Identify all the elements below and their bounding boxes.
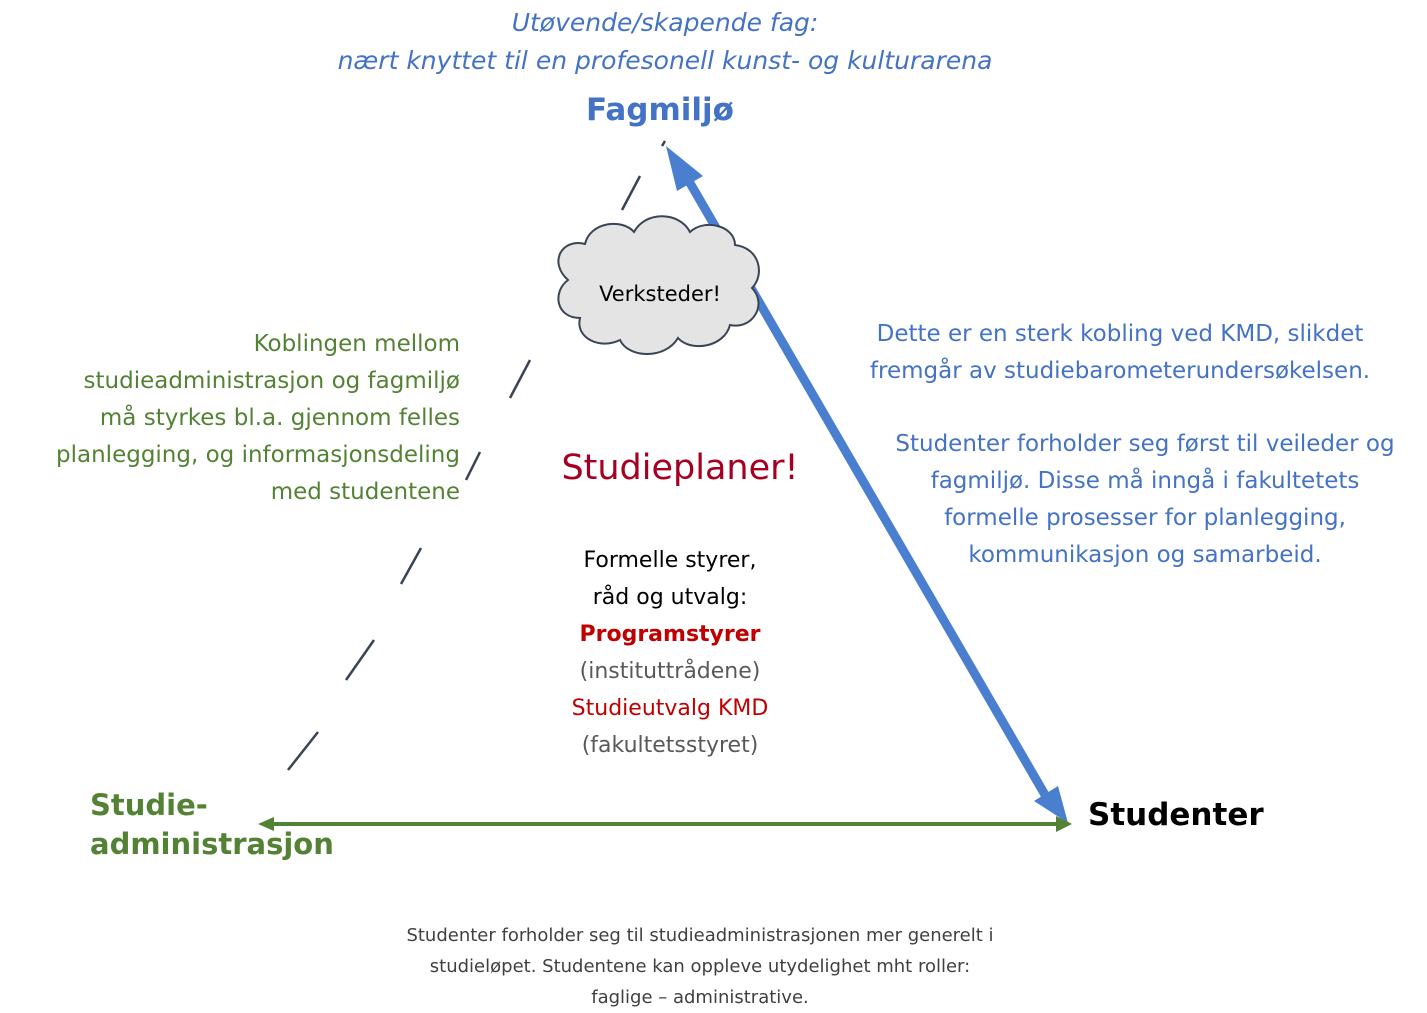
studieutvalg-label: Studieutvalg KMD <box>571 696 769 721</box>
right-annotation-line: formelle prosesser for planlegging, <box>944 505 1346 531</box>
instituttradene-label: (instituttrådene) <box>579 659 761 684</box>
subtitle-line-1: Utøvende/skapende fag: <box>511 8 819 37</box>
right-annotation-line: Studenter forholder seg først til veiled… <box>895 431 1395 457</box>
node-fagmiljo: Fagmiljø <box>586 92 734 128</box>
dashed-connector-admin-fagmiljo <box>287 140 667 771</box>
studieadmin-line-1: Studie- <box>90 788 208 822</box>
node-studenter: Studenter <box>1088 797 1264 833</box>
studieplaner-heading: Studieplaner! <box>561 448 799 488</box>
programstyrer-label: Programstyrer <box>579 622 761 647</box>
header-subtitle: Utøvende/skapende fag: nært knyttet til … <box>300 4 1030 80</box>
right-annotation-line: kommunikasjon og samarbeid. <box>968 542 1322 568</box>
formelle-organer: Formelle styrer, råd og utvalg: Programs… <box>520 542 820 764</box>
left-annotation-line: med studentene <box>270 479 460 505</box>
right-annotation-line: fagmiljø. Disse må inngå i fakultetets <box>930 468 1360 494</box>
cloud-icon <box>557 215 760 355</box>
formelle-line-2: råd og utvalg: <box>592 585 748 610</box>
left-annotation-line: studieadministrasjon og fagmiljø <box>83 368 460 394</box>
node-studieadministrasjon: Studie- administrasjon <box>90 786 334 864</box>
right-annotation-line: fremgår av studiebarometerundersøkelsen. <box>869 358 1371 384</box>
right-annotation-1: Dette er en sterk kobling ved KMD, slikd… <box>840 316 1400 390</box>
bottom-annotation-line: faglige – administrative. <box>591 987 809 1008</box>
formelle-line-1: Formelle styrer, <box>583 548 757 573</box>
double-arrow-admin-studenter <box>258 816 1072 832</box>
bottom-annotation-line: studieløpet. Studentene kan oppleve utyd… <box>429 956 971 977</box>
studieadmin-line-2: administrasjon <box>90 827 334 861</box>
left-annotation-line: Koblingen mellom <box>253 331 460 357</box>
right-annotation-2: Studenter forholder seg først til veiled… <box>860 426 1427 574</box>
left-annotation-line: må styrkes bl.a. gjennom felles <box>99 405 460 431</box>
left-annotation: Koblingen mellom studieadministrasjon og… <box>10 326 460 511</box>
subtitle-line-2: nært knyttet til en profesonell kunst- o… <box>337 46 993 75</box>
bottom-annotation: Studenter forholder seg til studieadmini… <box>320 920 1080 1013</box>
bottom-annotation-line: Studenter forholder seg til studieadmini… <box>406 925 994 946</box>
cloud-label: Verksteder! <box>599 282 721 306</box>
left-annotation-line: planlegging, og informasjonsdeling <box>56 442 460 468</box>
fakultetsstyret-label: (fakultetsstyret) <box>581 733 759 758</box>
right-annotation-line: Dette er en sterk kobling ved KMD, slikd… <box>876 321 1364 347</box>
